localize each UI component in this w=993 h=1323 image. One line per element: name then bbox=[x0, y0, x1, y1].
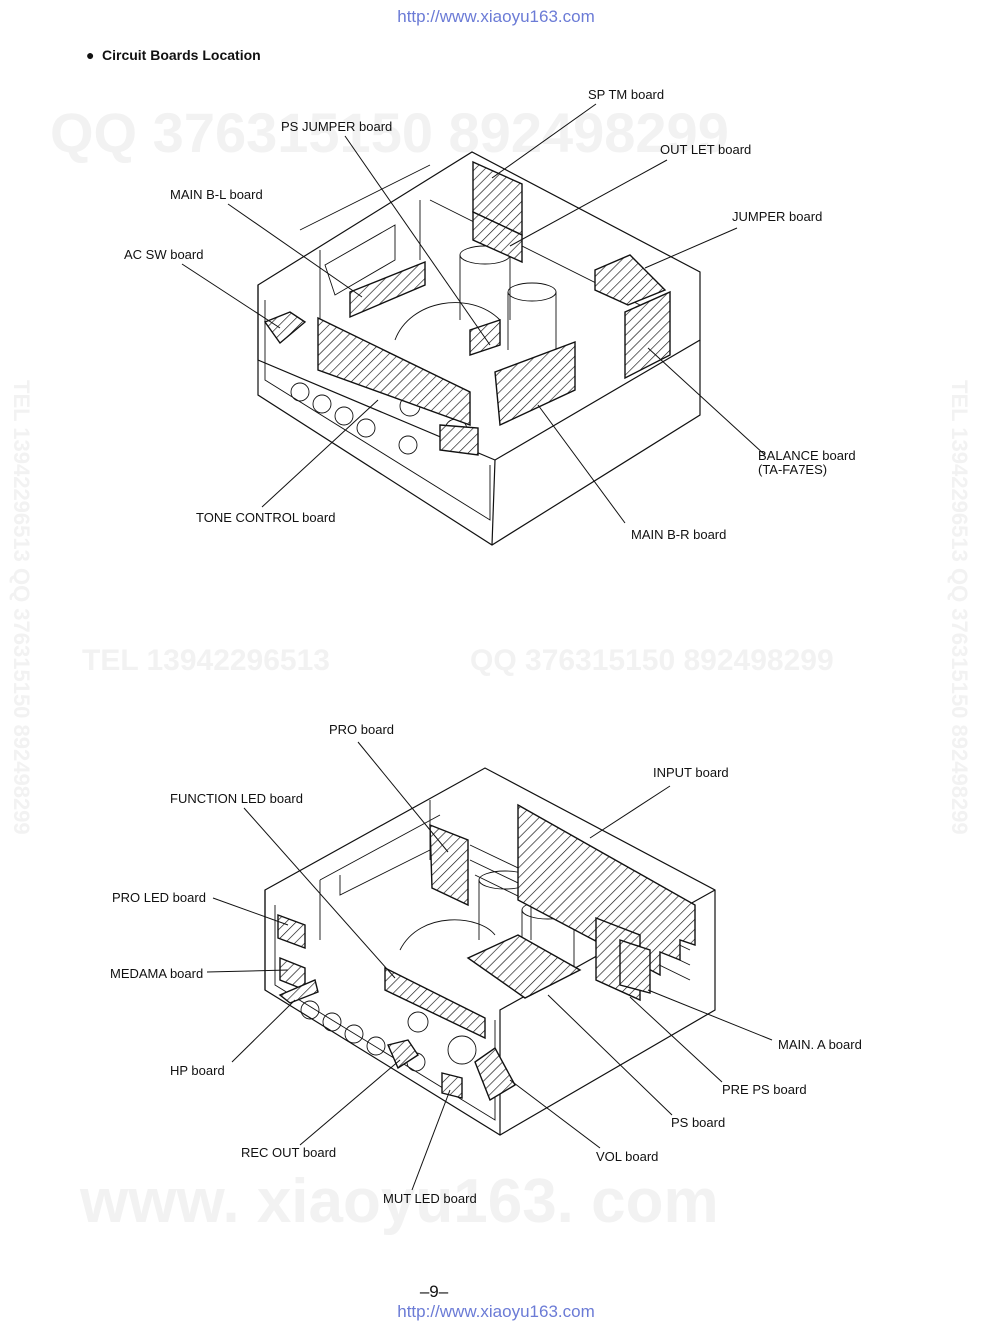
section-title: Circuit Boards Location bbox=[102, 47, 261, 63]
top-interior-lines bbox=[299, 164, 651, 320]
label-mut-led-board: MUT LED board bbox=[383, 1191, 477, 1206]
ac-sw-board-shape bbox=[263, 311, 307, 345]
leader-main-a bbox=[647, 989, 773, 1041]
label-pro-board: PRO board bbox=[329, 722, 394, 737]
top-transformer-arc bbox=[394, 302, 501, 341]
rec-out-board-shape bbox=[387, 1039, 419, 1070]
top-interior-box bbox=[324, 224, 396, 296]
jumper-board-shape bbox=[594, 254, 667, 306]
main-bl-board-shape bbox=[349, 260, 426, 319]
label-balance-board: BALANCE board bbox=[758, 448, 856, 463]
label-out-let-board: OUT LET board bbox=[660, 142, 751, 157]
label-ps-jumper-board: PS JUMPER board bbox=[281, 119, 392, 134]
tone-control-board-shape bbox=[317, 316, 471, 426]
leader-ac-sw bbox=[181, 263, 281, 329]
page-number: –9– bbox=[420, 1282, 449, 1301]
leader-out-let bbox=[509, 159, 668, 247]
pro-board-shape bbox=[429, 823, 469, 907]
leader-pre-ps bbox=[629, 996, 723, 1083]
leader-mut-led bbox=[411, 1089, 451, 1191]
top-capacitor-2-body bbox=[507, 292, 557, 350]
leader-hp bbox=[231, 999, 296, 1063]
ps-board-shape bbox=[466, 934, 582, 999]
label-medama-board: MEDAMA board bbox=[110, 966, 203, 981]
leader-tone-control bbox=[261, 399, 379, 508]
vol-board-shape bbox=[474, 1046, 516, 1102]
pro-led-board-shape bbox=[277, 913, 306, 950]
leader-ps bbox=[547, 994, 673, 1116]
label-input-board: INPUT board bbox=[653, 765, 729, 780]
leader-balance bbox=[647, 347, 766, 456]
label-ac-sw-board: AC SW board bbox=[124, 247, 203, 262]
label-balance-model: (TA-FA7ES) bbox=[758, 462, 827, 477]
main-br-board-shape bbox=[494, 340, 576, 427]
mut-led-board-shape bbox=[441, 1072, 463, 1099]
top-capacitor-1-body bbox=[459, 255, 511, 320]
leader-input bbox=[589, 785, 671, 839]
out-let-board-shape bbox=[472, 210, 523, 264]
label-vol-board: VOL board bbox=[596, 1149, 658, 1164]
top-chassis-front-corner bbox=[491, 459, 496, 546]
label-tone-control-board: TONE CONTROL board bbox=[196, 510, 335, 525]
leader-medama bbox=[206, 969, 289, 973]
balance-board-shape bbox=[624, 290, 671, 380]
watermark-qq-mid: QQ 376315150 892498299 bbox=[470, 644, 834, 677]
leader-rec-out bbox=[299, 1059, 401, 1146]
bullet-icon: ● bbox=[86, 47, 94, 63]
leader-function-led bbox=[243, 807, 396, 979]
label-hp-board: HP board bbox=[170, 1063, 225, 1078]
top-chassis-diagram: SP TM board PS JUMPER board OUT LET boar… bbox=[124, 87, 856, 546]
leader-pro-led bbox=[212, 897, 289, 926]
label-pro-led-board: PRO LED board bbox=[112, 890, 206, 905]
label-pre-ps-board: PRE PS board bbox=[722, 1082, 807, 1097]
bottom-transformer-arc bbox=[399, 919, 496, 951]
watermark-bottom: www. xiaoyu163. com bbox=[79, 1167, 719, 1236]
watermark-qq-top: QQ 376315150 892498299 bbox=[50, 101, 729, 164]
watermark-side-left: TEL 13942296513 QQ 376315150 892498299 bbox=[9, 380, 34, 835]
hp-board-shape bbox=[278, 979, 319, 1004]
label-main-a-board: MAIN. A board bbox=[778, 1037, 862, 1052]
bottom-front-knobs bbox=[300, 1000, 477, 1072]
leader-pro bbox=[357, 741, 449, 853]
input-board-shape bbox=[517, 803, 696, 977]
leader-ps-jumper bbox=[344, 135, 491, 346]
function-led-board-shape bbox=[384, 966, 486, 1040]
label-rec-out-board: REC OUT board bbox=[241, 1145, 336, 1160]
top-capacitor-2 bbox=[507, 282, 557, 302]
label-function-led-board: FUNCTION LED board bbox=[170, 791, 303, 806]
leader-vol bbox=[509, 1079, 601, 1149]
watermark-side-right: TEL 13942296513 QQ 376315150 892498299 bbox=[947, 380, 972, 835]
main-a-board-shape bbox=[619, 939, 651, 994]
label-main-bl-board: MAIN B-L board bbox=[170, 187, 263, 202]
source-url-bottom[interactable]: http://www.xiaoyu163.com bbox=[397, 1302, 594, 1321]
label-main-br-board: MAIN B-R board bbox=[631, 527, 726, 542]
source-url-top[interactable]: http://www.xiaoyu163.com bbox=[397, 7, 594, 26]
leader-sp-tm bbox=[491, 103, 597, 179]
leader-jumper bbox=[644, 227, 738, 269]
leader-main-br bbox=[537, 404, 626, 524]
top-small-board-shape bbox=[439, 424, 479, 456]
watermark-tel-mid: TEL 13942296513 bbox=[82, 644, 330, 677]
label-ps-board: PS board bbox=[671, 1115, 725, 1130]
label-jumper-board: JUMPER board bbox=[732, 209, 822, 224]
leader-main-bl bbox=[227, 203, 363, 298]
bottom-chassis-diagram: PRO board INPUT board FUNCTION LED board… bbox=[110, 722, 862, 1206]
label-sp-tm-board: SP TM board bbox=[588, 87, 664, 102]
top-front-panel-inner bbox=[264, 300, 491, 521]
